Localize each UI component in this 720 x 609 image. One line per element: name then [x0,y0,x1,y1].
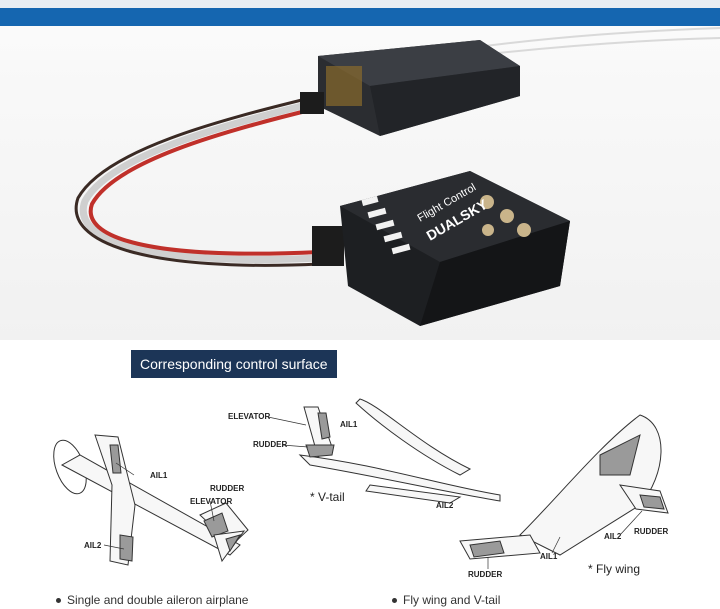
product-photo: DUALSKY Flight Control [0,26,720,340]
flywing-label-rudder-right: RUDDER [634,527,668,536]
servo-connector [312,226,344,266]
caption-left: Single and double aileron airplane [56,593,248,607]
section-title: Corresponding control surface [131,350,337,378]
vtail-label-rudder: RUDDER [253,440,287,449]
flywing-label-ail2: AIL2 [604,532,622,541]
airplane-label-ail2: AIL2 [84,541,102,550]
bullet-icon [56,598,61,604]
airplane-label-ail1: AIL1 [150,471,168,480]
caption-right-text: Fly wing and V-tail [403,593,501,607]
flight-controller [340,171,570,326]
flywing-label-ail1: AIL1 [540,552,558,561]
vtail-note: * V-tail [310,490,345,504]
vtail-label-ail1: AIL1 [340,420,358,429]
bullet-icon [392,598,397,604]
vtail-drawing [298,398,501,504]
top-banner-highlight [0,0,720,8]
airplane-label-elevator: ELEVATOR [190,497,232,506]
flywing-note: * Fly wing [588,562,640,576]
control-surface-diagram: AIL1 RUDDER ELEVATOR AIL2 ELEVATOR RUDDE… [53,398,669,579]
airplane-label-rudder: RUDDER [210,484,244,493]
flywing-label-rudder-left: RUDDER [468,570,502,579]
airplane-drawing [53,434,249,566]
caption-left-text: Single and double aileron airplane [67,593,249,607]
caption-right: Fly wing and V-tail [392,593,500,607]
vtail-label-ail2: AIL2 [436,501,454,510]
product-photo-drawing: DUALSKY Flight Control [74,27,720,326]
vtail-label-elevator: ELEVATOR [228,412,270,421]
receiver-unit [318,40,520,136]
flywing-drawing [459,414,669,560]
